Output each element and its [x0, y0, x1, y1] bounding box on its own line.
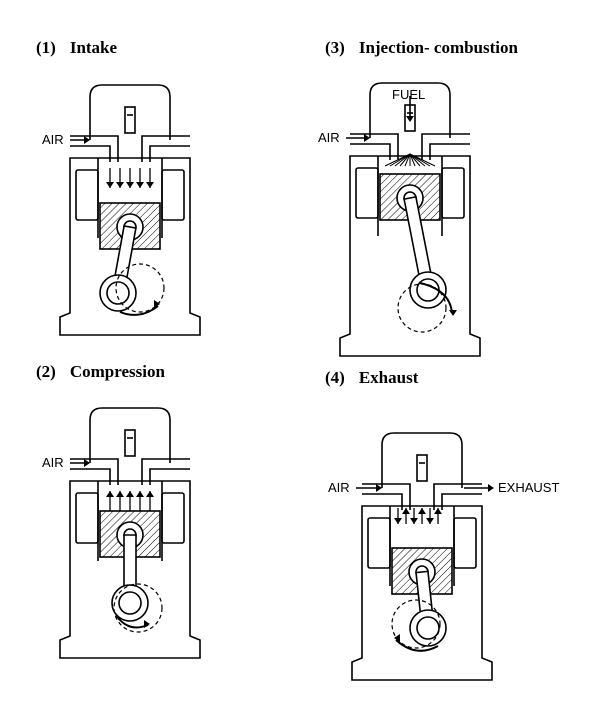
exhaust-port-lower: [149, 145, 190, 162]
crank-pin: [416, 616, 440, 640]
cylinder-head: [381, 432, 463, 488]
flow-arrow-head: [434, 508, 442, 514]
flow-arrow-head: [136, 491, 144, 497]
intake-port-lower: [350, 143, 391, 160]
engine-block: [59, 480, 201, 659]
injector: [124, 106, 136, 134]
air-arrowhead: [376, 484, 382, 492]
title-intake: (1)Intake: [36, 38, 118, 57]
exhaust-port-lower: [429, 143, 470, 160]
rotation-arrowhead: [154, 300, 160, 308]
injector: [124, 429, 136, 457]
injector: [416, 454, 428, 482]
engine-block: [339, 155, 481, 357]
engine-compression: AIR: [42, 407, 201, 659]
rotation-arrow: [119, 305, 159, 316]
intake-port: [70, 135, 119, 162]
spray-line: [409, 153, 421, 167]
flow-arrow-head: [126, 182, 134, 188]
water-jacket-right: [453, 517, 477, 569]
flow-arrow-head: [426, 518, 434, 524]
spray-line: [409, 153, 436, 167]
exhaust-port-lower: [441, 493, 482, 510]
flow-arrow-head: [146, 491, 154, 497]
water-jacket-right: [161, 492, 185, 544]
title-compression: (2)Compression: [36, 362, 165, 381]
title-exhaust: (4)Exhaust: [325, 368, 419, 387]
spray-line: [409, 153, 416, 167]
crank-path: [113, 583, 163, 633]
flow-arrow-head: [394, 518, 402, 524]
engine-injection: AIR FUEL: [318, 82, 481, 357]
air-arrowhead: [364, 134, 370, 142]
intake-port-lower: [70, 145, 111, 162]
spray-line: [399, 153, 411, 167]
exhaust-port-lower: [149, 468, 190, 485]
air-label: AIR: [318, 130, 340, 145]
exhaust-port: [141, 458, 190, 485]
flow-arrow-head: [418, 508, 426, 514]
intake-port: [70, 458, 119, 485]
engine-block: [351, 505, 493, 681]
flow-arrow-head: [116, 491, 124, 497]
spray-line: [389, 153, 411, 167]
flow-arrow-head: [146, 182, 154, 188]
cylinder-head: [89, 407, 171, 463]
engine-block: [59, 157, 201, 336]
intake-port: [350, 133, 399, 160]
intake-port: [362, 483, 411, 510]
cylinder-head: [89, 84, 171, 140]
water-jacket-left: [75, 169, 99, 221]
air-label: AIR: [328, 480, 350, 495]
flow-arrow-head: [116, 182, 124, 188]
rotation-arrow: [419, 282, 453, 314]
crank-pin: [106, 281, 130, 305]
fuel-label: FUEL: [392, 87, 425, 102]
rotation-arrow: [395, 639, 439, 652]
air-arrowhead: [84, 459, 90, 467]
fuel-arrowhead: [406, 116, 414, 122]
air-arrowhead: [84, 136, 90, 144]
air-label: AIR: [42, 455, 64, 470]
exhaust-port: [141, 135, 190, 162]
exhaust-port: [421, 133, 470, 160]
flow-arrow-head: [136, 182, 144, 188]
spray-line: [394, 153, 411, 167]
flow-arrow-head: [402, 508, 410, 514]
flow-arrow-head: [106, 491, 114, 497]
rotation-arrowhead: [144, 620, 150, 628]
water-jacket-right: [161, 169, 185, 221]
engine-intake: AIR: [42, 84, 201, 336]
rotation-arrowhead: [449, 310, 457, 316]
water-jacket-left: [355, 167, 379, 219]
crank-pin: [118, 591, 142, 615]
exhaust-arrowhead: [488, 484, 494, 492]
air-label: AIR: [42, 132, 64, 147]
fuel-spray: [384, 153, 436, 167]
engine-exhaust: AIR EXHAUST: [328, 432, 559, 681]
spray-line: [404, 153, 411, 167]
exhaust-port: [433, 483, 482, 510]
rotation-arrowhead: [394, 634, 400, 642]
intake-port-lower: [70, 468, 111, 485]
flow-arrow-head: [106, 182, 114, 188]
cylinder-head: [369, 82, 451, 138]
crank-path: [391, 599, 441, 649]
title-injection: (3)Injection- combustion: [325, 38, 518, 57]
exhaust-label: EXHAUST: [498, 480, 559, 495]
intake-port-lower: [362, 493, 403, 510]
flow-arrow-head: [410, 518, 418, 524]
crank-path: [115, 263, 165, 313]
water-jacket-right: [441, 167, 465, 219]
water-jacket-left: [367, 517, 391, 569]
water-jacket-left: [75, 492, 99, 544]
flow-arrow-head: [126, 491, 134, 497]
